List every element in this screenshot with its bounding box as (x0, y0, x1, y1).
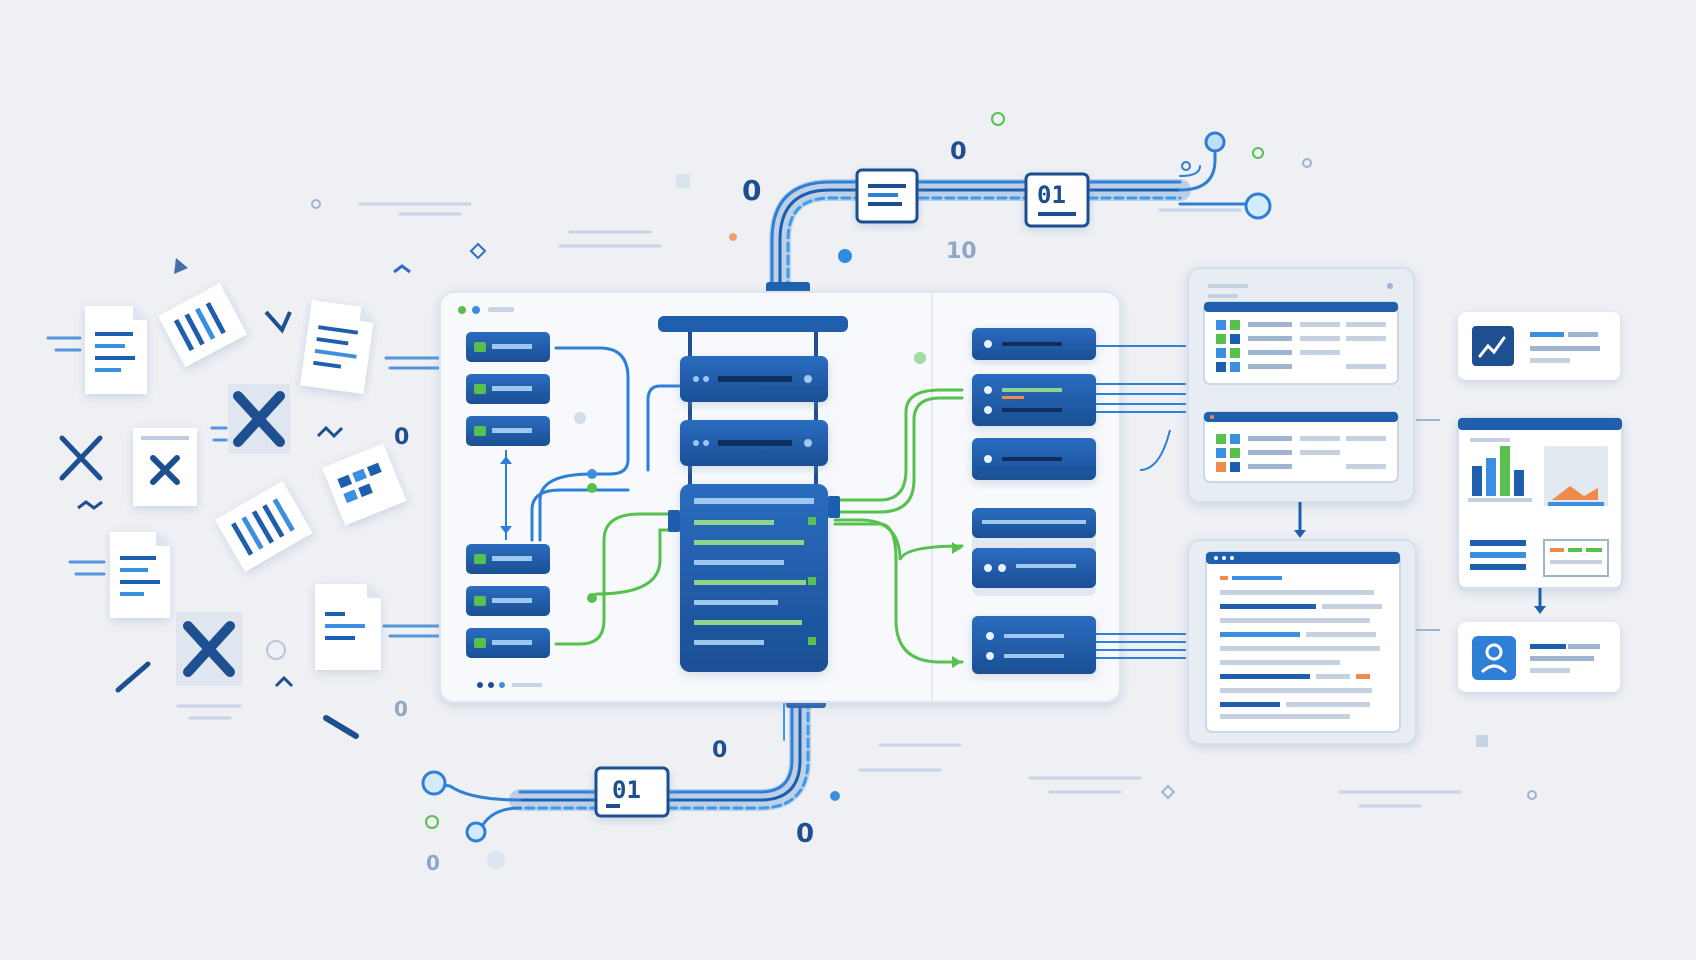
ingest-server (466, 332, 550, 362)
top-pipe-endpoint-right (1244, 192, 1272, 220)
table-window (1203, 301, 1399, 385)
top-pipe (769, 143, 1260, 301)
bottom-pipe-endpoint-left (421, 770, 447, 796)
digit-top-mid: 0 (950, 137, 967, 165)
server-main-unit (680, 484, 828, 672)
ingest-server (466, 544, 550, 574)
top-pipe-endpoint-upper (1204, 131, 1226, 153)
table-window (1203, 411, 1399, 483)
digit-left-zero: 0 (394, 425, 409, 450)
top-binary-tag: 01 (1024, 172, 1090, 228)
x-mark-icon (133, 428, 197, 506)
x-mark-icon (228, 384, 290, 454)
bottom-pipe-endpoint-lower (465, 821, 487, 843)
bottom-binary-tag-label: 01 (612, 776, 641, 804)
document-icon (300, 300, 374, 395)
bottom-binary-tag: 01 (594, 766, 670, 818)
top-binary-tag-label: 01 (1037, 181, 1066, 209)
digit-left-zero-low: 0 (394, 697, 408, 721)
digit-bottom-a: 0 (712, 738, 727, 763)
output-server (972, 438, 1096, 480)
background-decorations (176, 202, 1462, 808)
input-documents (46, 258, 448, 739)
output-server (972, 374, 1096, 426)
ingest-server (466, 586, 550, 616)
trend-chart-icon (1472, 326, 1514, 366)
digit-ten: 10 (946, 239, 977, 264)
output-server-column (952, 328, 1096, 674)
server-unit (680, 356, 828, 402)
trend-card (1458, 312, 1620, 380)
user-card (1458, 622, 1620, 692)
user-profile-icon (1472, 636, 1516, 680)
output-server (972, 508, 1096, 596)
digit-bottom-b: 0 (796, 819, 814, 849)
document-icon (158, 283, 248, 368)
document-icon (322, 443, 407, 526)
output-server (972, 616, 1096, 674)
ingest-server-column (466, 332, 550, 658)
background-dots (266, 112, 1537, 869)
document-icon (315, 584, 381, 670)
server-unit (680, 420, 828, 466)
server-rack-icon (658, 316, 848, 672)
bottom-pipe (434, 689, 811, 834)
panel-connectors (530, 346, 964, 664)
ingest-server (466, 374, 550, 404)
x-mark-icon (176, 612, 242, 686)
document-icon (110, 532, 170, 618)
report-window-icon (1187, 267, 1415, 503)
document-icon (215, 481, 313, 572)
pipe-document-chip (855, 168, 919, 224)
document-icon (85, 306, 147, 394)
digit-bottom-c: 0 (426, 851, 440, 875)
ingest-server (466, 628, 550, 658)
output-links (1096, 345, 1186, 659)
output-server (972, 328, 1096, 360)
dashboard-window (1457, 417, 1623, 589)
digit-top-left: 0 (742, 174, 761, 207)
ingest-server (466, 416, 550, 446)
report-window-icon (1187, 539, 1417, 745)
